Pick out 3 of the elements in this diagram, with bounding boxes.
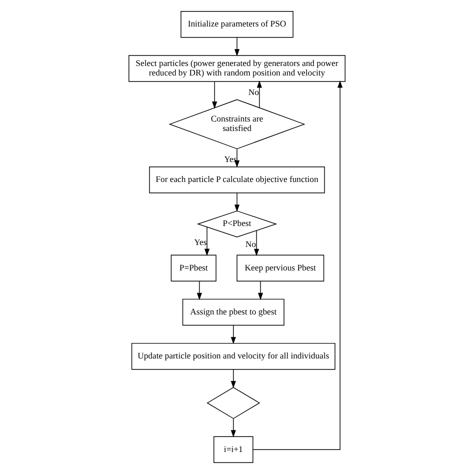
edge-label: No <box>245 238 256 249</box>
edge-label: Yes <box>194 237 207 248</box>
edge-label: No <box>248 87 259 98</box>
